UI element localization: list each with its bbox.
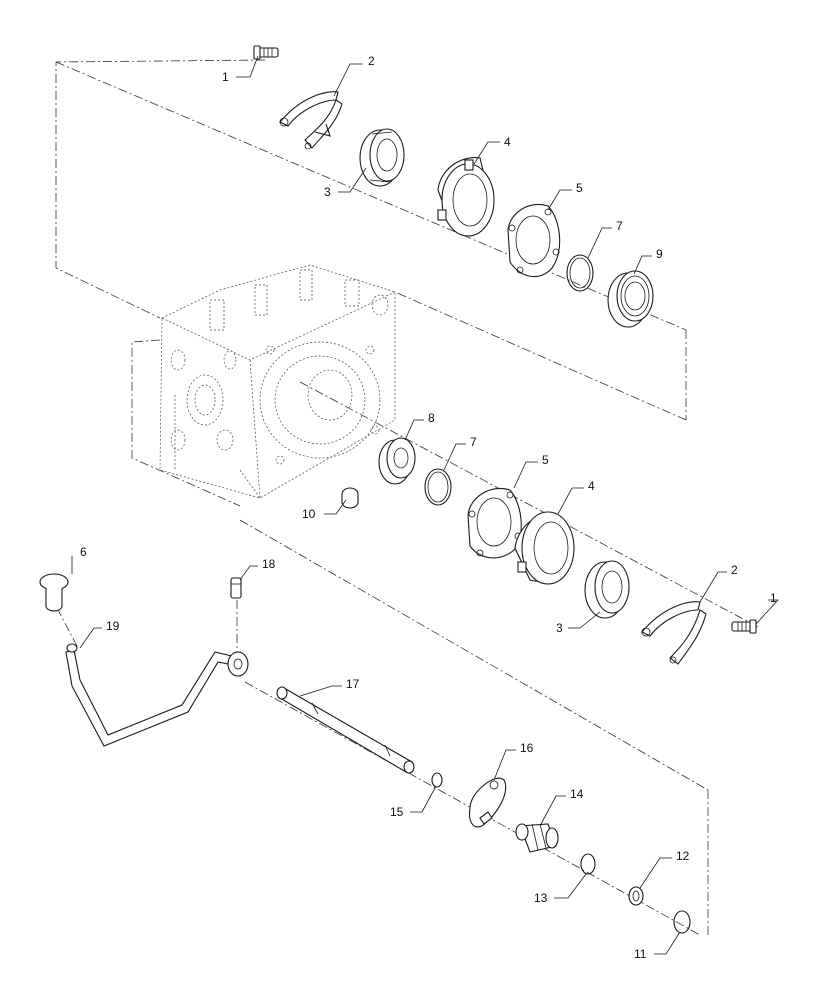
circlip-15: [431, 772, 443, 788]
callout-16: 16: [520, 741, 534, 755]
bolt-lower: [731, 619, 757, 634]
sleeve-lower: [584, 560, 630, 619]
plate-16: [468, 777, 507, 828]
callout-19: 19: [106, 619, 120, 633]
callout-4-upper: 4: [504, 135, 511, 149]
callout-5-lower: 5: [542, 453, 549, 467]
shift-lever-19: [65, 643, 249, 747]
callout-8: 8: [428, 411, 435, 425]
knob-6: [39, 573, 69, 612]
callout-14: 14: [570, 787, 584, 801]
callout-1-lower: 1: [770, 591, 777, 605]
callout-4-lower: 4: [588, 479, 595, 493]
gasket-upper: [507, 204, 561, 278]
callout-2-lower: 2: [731, 563, 738, 577]
callout-17: 17: [346, 677, 360, 691]
leader-lines: [71, 55, 779, 955]
callout-9: 9: [656, 247, 663, 261]
washer-12: [628, 886, 644, 906]
callout-labels: 1 2 3 4 5 7 9 8 7 5 4 10 2 1 3 6 18 19 1…: [80, 54, 777, 961]
shaft-17: [276, 686, 415, 774]
bearing-upper: [607, 270, 654, 328]
fork-upper: [279, 91, 343, 150]
plug-10: [341, 487, 359, 509]
callout-7-lower: 7: [470, 435, 477, 449]
callout-5-upper: 5: [576, 181, 583, 195]
transmission-housing: [159, 264, 396, 499]
callout-3-lower: 3: [556, 621, 563, 635]
bearing-lower: [378, 437, 416, 485]
callout-11: 11: [634, 947, 647, 961]
snap-ring-11: [673, 910, 691, 934]
callout-18: 18: [262, 557, 276, 571]
fork-lower: [641, 601, 707, 665]
pin-18: [230, 577, 242, 599]
callout-10: 10: [302, 507, 316, 521]
snap-ring-13: [580, 853, 596, 875]
center-lines: [55, 59, 761, 936]
callout-3-upper: 3: [324, 185, 331, 199]
bushing-14: [515, 823, 559, 853]
housing-cover-upper: [437, 157, 495, 237]
callout-6: 6: [80, 545, 87, 559]
snap-ring-lower: [424, 468, 452, 506]
snap-ring-upper: [566, 254, 594, 292]
housing-cover-lower: [514, 511, 575, 585]
callout-13: 13: [534, 891, 548, 905]
callout-2-upper: 2: [368, 54, 375, 68]
callout-7-upper: 7: [616, 219, 623, 233]
callout-15: 15: [390, 805, 404, 819]
gasket-lower: [467, 488, 522, 559]
callout-12: 12: [676, 849, 690, 863]
sleeve-upper: [359, 128, 405, 187]
callout-1-upper: 1: [222, 70, 229, 84]
